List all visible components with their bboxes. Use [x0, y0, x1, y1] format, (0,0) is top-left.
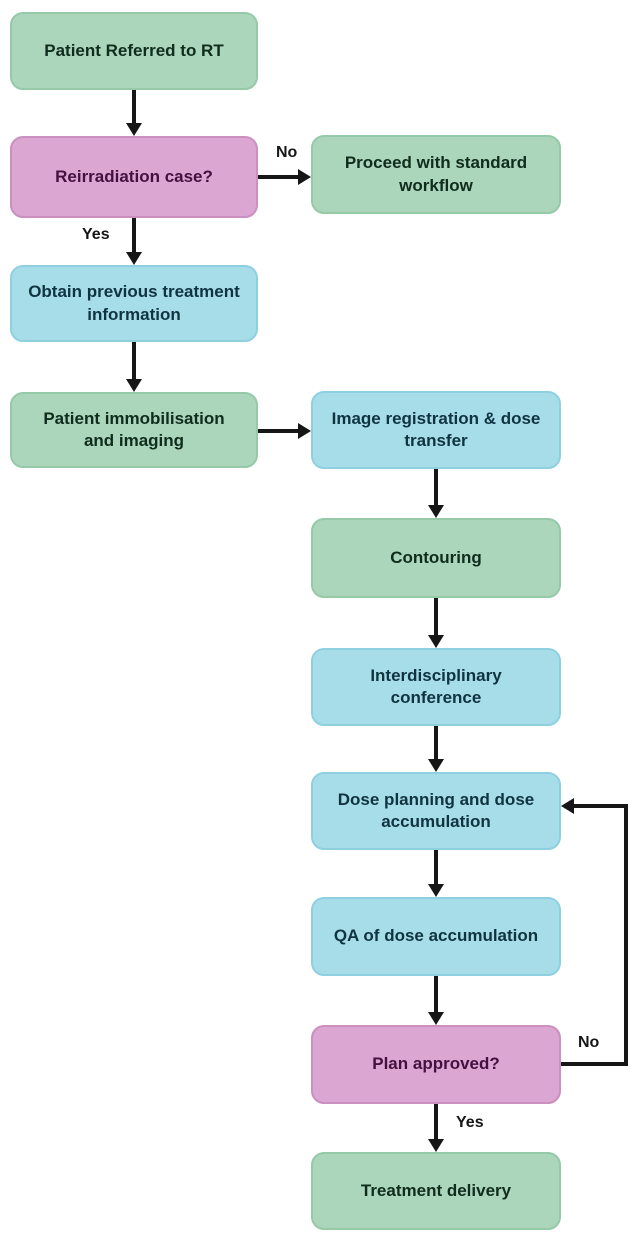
- node-patient-referred: Patient Referred to RT: [10, 12, 258, 90]
- arrowhead-right-icon: [298, 169, 311, 185]
- edge-label-no-replan: No: [578, 1034, 600, 1051]
- arrow-line: [434, 726, 438, 759]
- node-contouring: Contouring: [311, 518, 561, 598]
- edge-label-yes-reirradiation: Yes: [82, 226, 110, 243]
- arrow-line: [434, 850, 438, 884]
- node-plan-approved: Plan approved?: [311, 1025, 561, 1104]
- arrowhead-down-icon: [428, 635, 444, 648]
- node-standard-workflow: Proceed with standard workflow: [311, 135, 561, 214]
- node-conference: Interdisciplinary conference: [311, 648, 561, 726]
- arrow-line: [434, 1104, 438, 1139]
- arrowhead-left-icon: [561, 798, 574, 814]
- arrow-line: [132, 218, 136, 252]
- arrow-line: [258, 429, 298, 433]
- node-qa-dose: QA of dose accumulation: [311, 897, 561, 976]
- arrowhead-right-icon: [298, 423, 311, 439]
- loop-vertical-line: [624, 804, 628, 1066]
- arrowhead-down-icon: [428, 505, 444, 518]
- arrow-line: [434, 976, 438, 1012]
- arrow-line: [132, 90, 136, 123]
- arrowhead-down-icon: [428, 1012, 444, 1025]
- arrowhead-down-icon: [428, 884, 444, 897]
- node-reirradiation-case: Reirradiation case?: [10, 136, 258, 218]
- node-immobilisation: Patient immobilisation and imaging: [10, 392, 258, 468]
- arrowhead-down-icon: [126, 252, 142, 265]
- arrowhead-down-icon: [428, 1139, 444, 1152]
- arrow-line: [434, 469, 438, 505]
- node-dose-planning: Dose planning and dose accumulation: [311, 772, 561, 850]
- loop-top-line: [574, 804, 628, 808]
- node-previous-treatment: Obtain previous treatment information: [10, 265, 258, 342]
- arrowhead-down-icon: [126, 123, 142, 136]
- arrowhead-down-icon: [126, 379, 142, 392]
- loop-bottom-line: [561, 1062, 628, 1066]
- arrow-line: [132, 342, 136, 379]
- node-treatment-delivery: Treatment delivery: [311, 1152, 561, 1230]
- node-image-registration: Image registration & dose transfer: [311, 391, 561, 469]
- edge-label-yes-approved: Yes: [456, 1114, 484, 1131]
- arrow-line: [434, 598, 438, 635]
- edge-label-no-standard: No: [276, 144, 298, 161]
- arrowhead-down-icon: [428, 759, 444, 772]
- arrow-line: [258, 175, 298, 179]
